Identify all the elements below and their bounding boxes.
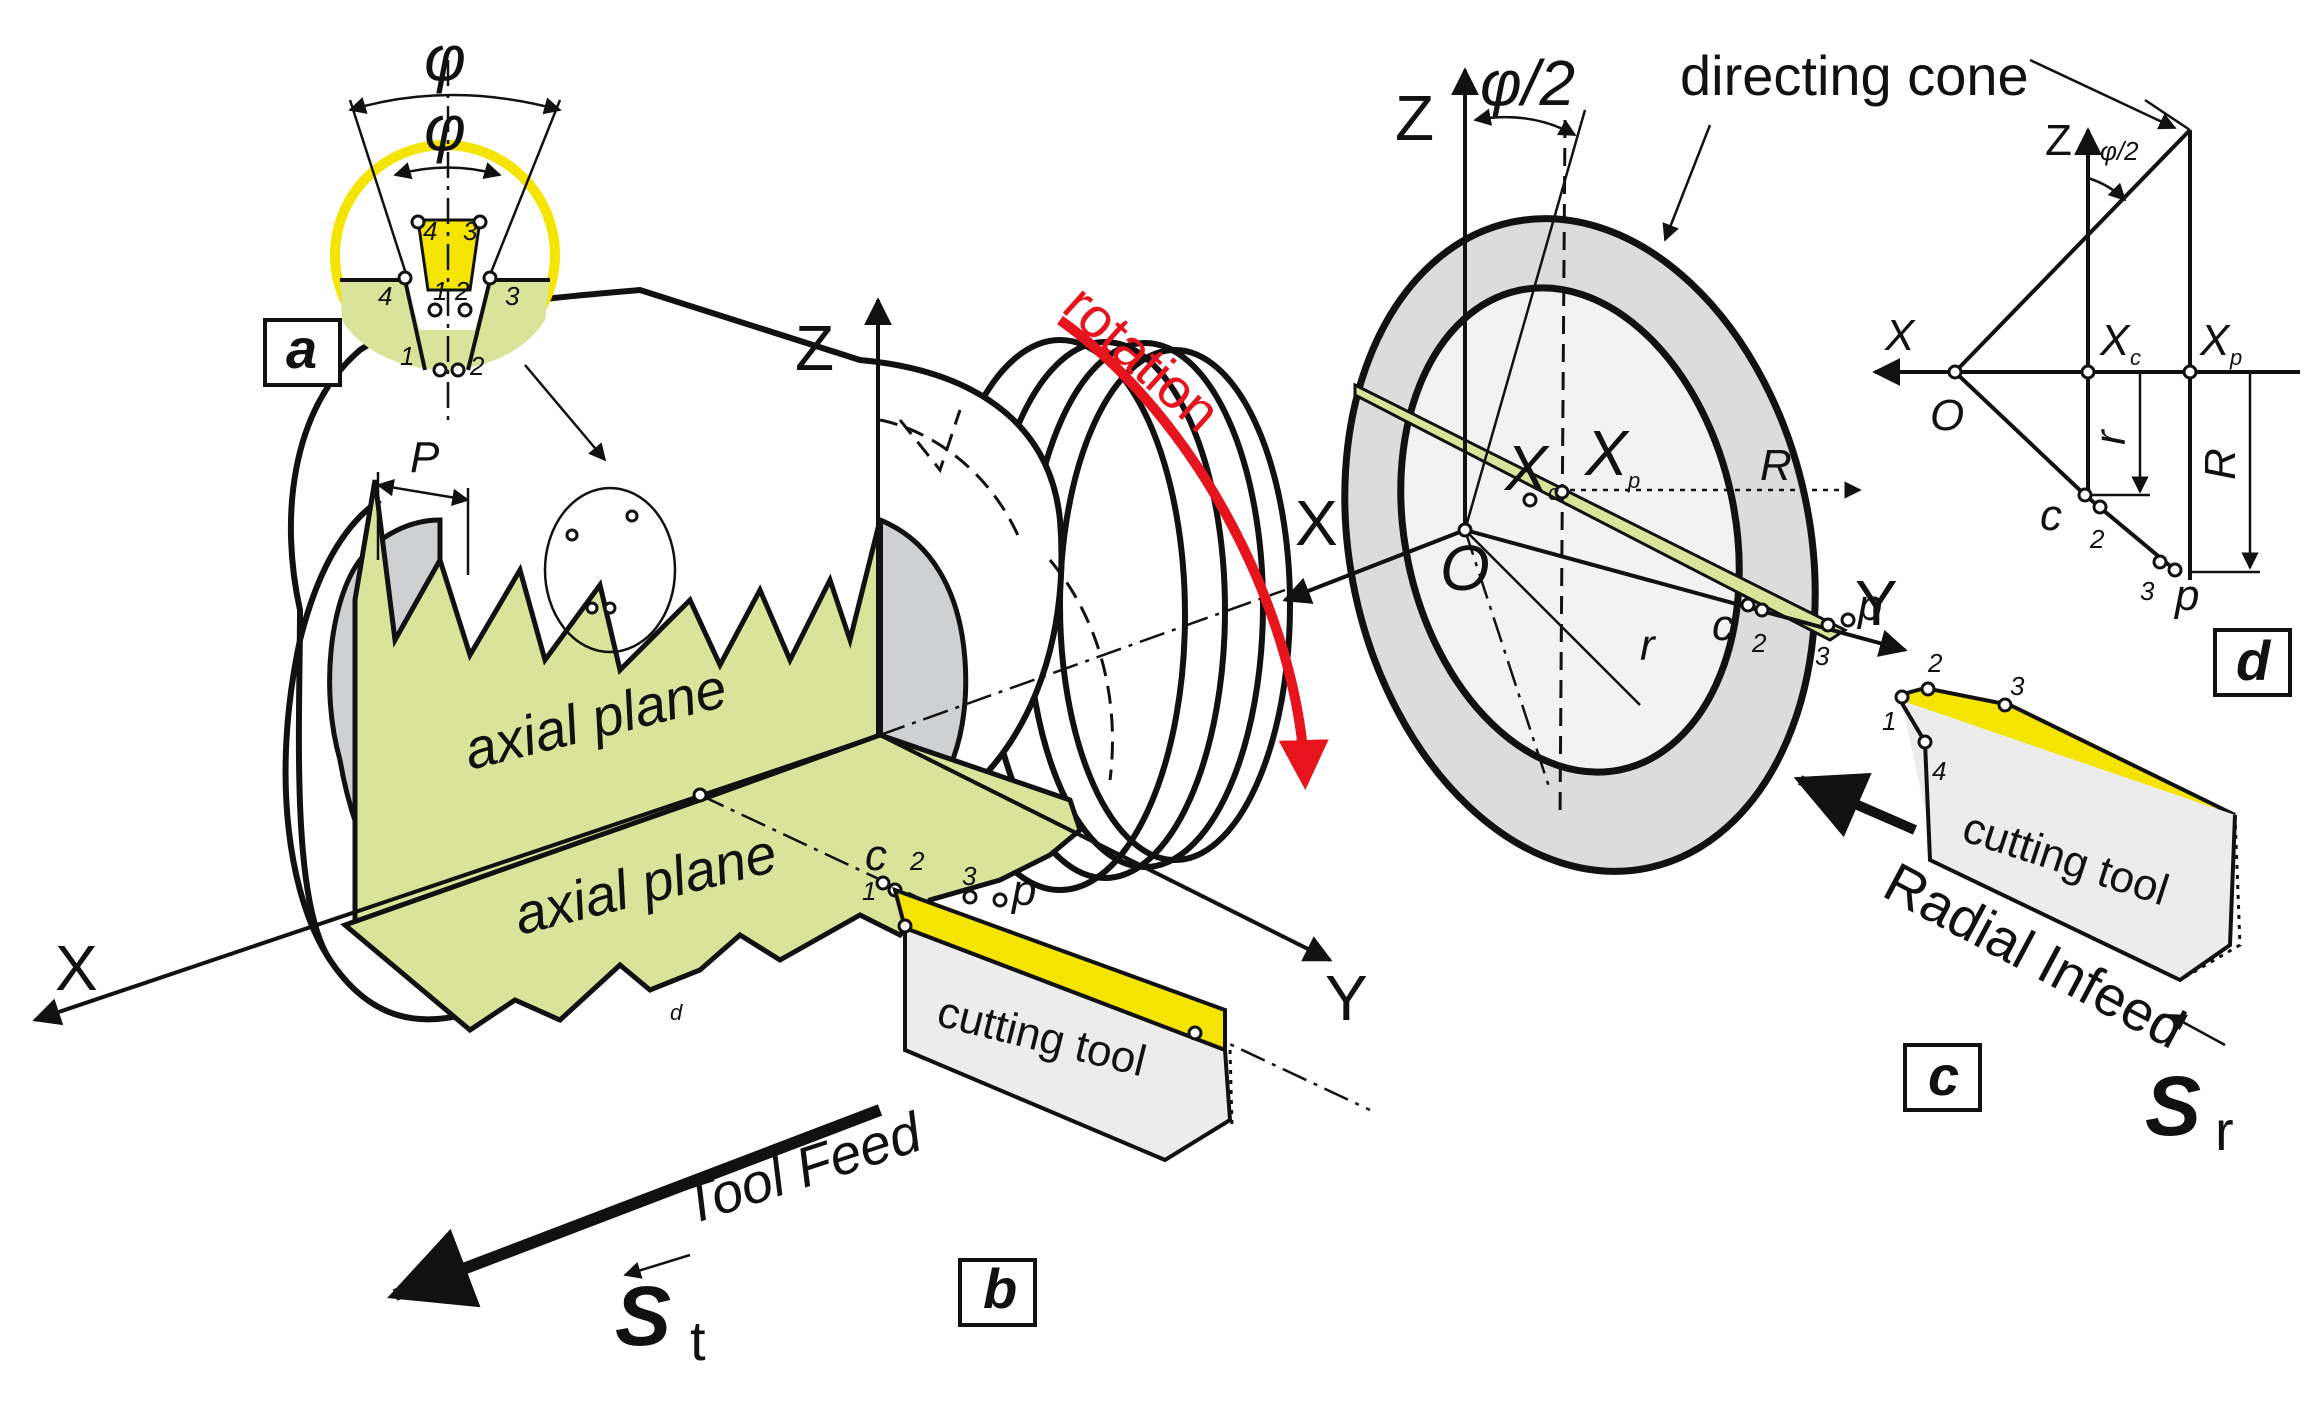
feed-subscript-r: r [2215, 1099, 2234, 1162]
tag-d-box [2213, 628, 2292, 697]
point-2-b: 2 [909, 846, 925, 876]
c-point-3: 3 [2010, 671, 2025, 701]
cone-origin: O [1440, 532, 1490, 604]
rotation-arrow [1057, 315, 1329, 790]
tool-feed-label: Tool Feed [674, 1100, 930, 1237]
phi-outer: φ [424, 22, 466, 94]
cone-half-angle: φ/2 [1480, 47, 1575, 119]
d-axis-x-label: X [1884, 311, 1916, 360]
d-xp-sub: p [2229, 345, 2242, 370]
panel-a: φ φ 4 3 1 2 4 3 1 2 a [263, 22, 562, 420]
radial-infeed-arrow [1793, 773, 1917, 838]
cone-axis-x-label: X [1295, 487, 1338, 559]
a-point-1-lower: 1 [400, 341, 414, 371]
a-point-3-upper: 3 [463, 216, 478, 246]
axis-x-b [32, 733, 881, 1026]
cone-xc-sub: c [1548, 480, 1559, 505]
panel-b: P Z X Y axial plane axial plane rotation… [32, 272, 1371, 1372]
directing-cone-label: directing cone [1680, 44, 2029, 107]
detail-leader [524, 364, 607, 462]
panel-cone: Z φ/2 directing cone X Y R r O X c X p c… [1282, 44, 2029, 875]
axis-y-b-label: Y [1325, 962, 1368, 1034]
c-point-1: 1 [1882, 706, 1896, 736]
cone-point-c: c [1712, 601, 1734, 650]
feed-subscript-t: t [690, 1309, 706, 1372]
d-origin: O [1930, 391, 1964, 440]
tag-a: a [286, 317, 317, 380]
point-p-b: p [1010, 866, 1036, 915]
cone-axis-z-label: Z [1395, 82, 1434, 154]
tool-feed-arrow [387, 1104, 883, 1308]
cone-small-r: r [1640, 621, 1657, 670]
d-half-angle: φ/2 [2100, 136, 2139, 166]
a-point-2-upper: 2 [454, 276, 470, 306]
a-point-4-lower: 4 [378, 281, 392, 311]
axis-y-b [879, 733, 1333, 962]
a-point-3-lower: 3 [505, 281, 520, 311]
pitch-label: P [410, 433, 440, 482]
panel-d: Z X φ/2 O X c X p r R c 2 3 p d [1872, 58, 2300, 697]
d-xc-sub: c [2130, 345, 2141, 370]
c-point-4: 4 [1932, 756, 1946, 786]
tag-a-box [263, 318, 342, 387]
d-small-r: r [2086, 428, 2135, 445]
cone-point-3: 3 [1815, 641, 1830, 671]
c-point-2: 2 [1927, 648, 1943, 678]
phi-inner: φ [424, 92, 466, 164]
cone-xp-sub: p [1627, 468, 1640, 493]
detail-circle [543, 486, 677, 654]
point-1-b: 1 [862, 876, 876, 906]
panel-c: 1 2 3 4 cutting tool Radial Infeed S r c [1793, 648, 2242, 1162]
d-point-3: 3 [2140, 576, 2155, 606]
d-point-c: c [2040, 491, 2062, 540]
axial-plane-lower [340, 732, 1083, 1034]
cone-xc-main: X [1503, 432, 1550, 504]
a-point-1-upper: 1 [433, 276, 447, 306]
d-big-r: R [2196, 448, 2245, 480]
feed-symbol-r: S [2145, 1059, 2201, 1153]
d-axis-z-label: Z [2045, 116, 2072, 165]
axis-x-b-label: X [55, 932, 98, 1004]
cone-big-r: R [1760, 441, 1792, 490]
d-xp-main: X [2199, 316, 2231, 365]
tag-b-box [958, 1258, 1037, 1327]
point-d-b: d [670, 1000, 683, 1025]
tag-c: c [1928, 1044, 1959, 1107]
d-point-2: 2 [2089, 524, 2105, 554]
cone-point-2: 2 [1751, 628, 1767, 658]
tag-b: b [983, 1257, 1017, 1320]
d-xc-main: X [2099, 316, 2131, 365]
cone-axis-x [1282, 528, 1466, 604]
d-point-p: p [2173, 571, 2199, 620]
cone-point-p: p [1856, 581, 1882, 630]
point-c-b: c [865, 831, 887, 880]
axis-z-b-label: Z [795, 312, 834, 384]
cutting-tool-b: cutting tool [892, 886, 1234, 1163]
a-point-2-lower: 2 [469, 351, 485, 381]
tag-c-box [1903, 1043, 1982, 1112]
point-3-b: 3 [962, 861, 977, 891]
cone-xp-main: X [1583, 417, 1630, 489]
a-point-4-upper: 4 [423, 216, 437, 246]
tag-d: d [2236, 629, 2272, 692]
feed-symbol-t: S [615, 1269, 671, 1363]
cone-inner-ring [1397, 284, 1743, 776]
cone-axis-y-label: Y [1855, 567, 1898, 639]
